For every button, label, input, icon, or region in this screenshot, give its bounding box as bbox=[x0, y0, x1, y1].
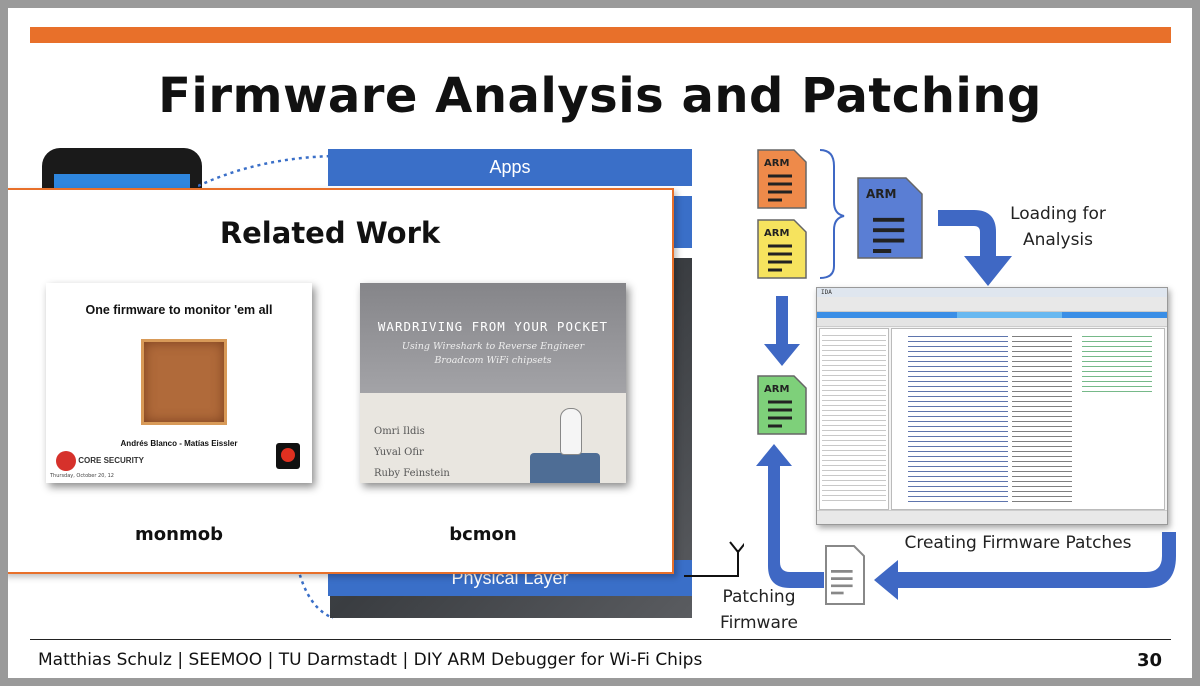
svg-text:ARM: ARM bbox=[764, 384, 789, 395]
arm-firmware-doc-orange-icon: ARM bbox=[757, 149, 807, 209]
firmware-flow-diagram: ARM ARM ARM ARM bbox=[756, 149, 1176, 605]
brace-icon bbox=[819, 149, 845, 279]
svg-text:ARM: ARM bbox=[764, 228, 789, 239]
slide: Firmware Analysis and Patching Apps Phys… bbox=[8, 8, 1192, 678]
arm-firmware-doc-blue-icon: ARM bbox=[857, 177, 923, 259]
card2-subtitle-2: Broadcom WiFi chipsets bbox=[434, 355, 552, 366]
arm-firmware-doc-yellow-icon: ARM bbox=[757, 219, 807, 279]
creating-patches-label: Creating Firmware Patches bbox=[904, 533, 1132, 553]
core-security-logo: CORE SECURITY bbox=[56, 451, 144, 471]
ida-screenshot: IDA bbox=[816, 287, 1168, 525]
card2-authors: Omri Ildis Yuval Ofir Ruby Feinstein bbox=[374, 421, 450, 483]
page-number: 30 bbox=[1136, 650, 1162, 671]
author-name: Ruby Feinstein bbox=[374, 468, 450, 479]
footer-text: Matthias Schulz | SEEMOO | TU Darmstadt … bbox=[38, 650, 703, 670]
related-work-panel: Related Work One firmware to monitor 'em… bbox=[8, 188, 674, 574]
card1-date: Thursday, October 20, 12 bbox=[50, 473, 114, 479]
monmob-caption: monmob bbox=[135, 524, 223, 545]
svg-text:ARM: ARM bbox=[866, 187, 896, 201]
bcmon-caption: bcmon bbox=[449, 524, 517, 545]
related-work-title: Related Work bbox=[219, 216, 441, 250]
author-name: Omri Ildis bbox=[374, 426, 425, 437]
monmob-slide-thumbnail[interactable]: One firmware to monitor 'em all Andrés B… bbox=[46, 283, 312, 483]
card2-subtitle-1: Using Wireshark to Reverse Engineer bbox=[401, 341, 585, 352]
card1-title: One firmware to monitor 'em all bbox=[85, 303, 273, 317]
svg-text:ARM: ARM bbox=[764, 158, 789, 169]
apps-layer: Apps bbox=[328, 149, 692, 186]
circuit-board-image bbox=[141, 339, 227, 425]
down-arrow-icon bbox=[764, 296, 800, 366]
antenna-icon bbox=[684, 541, 744, 577]
top-accent-bar bbox=[30, 27, 1171, 43]
card1-authors: Andrés Blanco - Matías Eissler bbox=[120, 439, 238, 448]
card2-title: WARDRIVING FROM YOUR POCKET bbox=[377, 319, 609, 334]
conference-logo bbox=[276, 443, 300, 469]
jeans-pocket-image bbox=[530, 453, 600, 483]
slide-title: Firmware Analysis and Patching bbox=[158, 68, 1042, 124]
ida-window-title: IDA bbox=[817, 288, 1167, 297]
bcmon-slide-thumbnail[interactable]: WARDRIVING FROM YOUR POCKET Using Wiresh… bbox=[360, 283, 626, 483]
footer-divider bbox=[30, 639, 1171, 640]
patch-doc-icon bbox=[825, 545, 865, 605]
patch-flow-arrow-icon bbox=[874, 532, 1176, 600]
author-name: Yuval Ofir bbox=[374, 447, 424, 458]
up-arrow-icon bbox=[756, 444, 824, 588]
dotted-connectors bbox=[198, 154, 334, 620]
arm-firmware-doc-green-icon: ARM bbox=[757, 375, 807, 435]
penguin-image bbox=[560, 408, 582, 455]
loading-arrow-icon bbox=[938, 210, 1012, 286]
